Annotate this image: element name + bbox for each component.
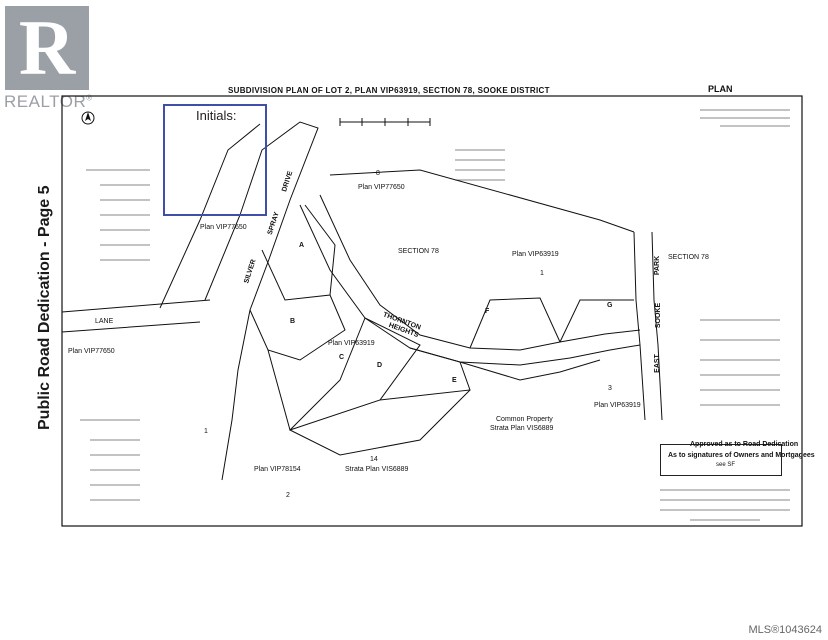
- road-label-sooke: SOOKE: [655, 302, 663, 329]
- lot-number-14: 14: [370, 456, 378, 463]
- plan-label-vip63919-right: Plan VIP63919: [594, 402, 641, 409]
- lot-number-8: 8: [376, 170, 380, 177]
- signature-footer-lines: [660, 489, 790, 521]
- lane-edges: [61, 299, 211, 333]
- lot-label-c: C: [339, 354, 345, 361]
- road-label-park: PARK: [654, 255, 662, 276]
- lot-number-1: 1: [540, 270, 544, 277]
- lot-e-boundary: [379, 347, 471, 401]
- common-property-line: [459, 359, 601, 381]
- lot-number-1b: 1: [204, 428, 208, 435]
- realtor-logo: R: [5, 6, 89, 90]
- silver-spray-road-edge-west: [159, 123, 261, 309]
- lot-label-g: G: [607, 302, 613, 309]
- realtor-wordmark-text: REALTOR: [4, 92, 87, 111]
- common-property-label: Common Property: [496, 416, 553, 423]
- plan-label-vip63919-top: Plan VIP63919: [512, 251, 559, 258]
- left-signature-lines-top: [86, 169, 150, 261]
- lot-label-d: D: [377, 362, 383, 369]
- plan-title: SUBDIVISION PLAN OF LOT 2, PLAN VIP63919…: [228, 86, 550, 95]
- lot-c-boundary: [267, 317, 366, 431]
- lot-d-boundary: [289, 317, 421, 431]
- east-sooke-road-edges: [633, 231, 663, 421]
- plan-label-vip77650-top: Plan VIP77650: [358, 184, 405, 191]
- plan-label-vip77650-left: Plan VIP77650: [68, 348, 115, 355]
- silver-spray-road-edge-east: [204, 121, 319, 481]
- realtor-logo-mark: R: [18, 4, 76, 91]
- approved-signatures: As to signatures of Owners and Mortgagee…: [668, 452, 815, 459]
- right-signature-lines: [700, 319, 780, 406]
- approved-road-dedication: Approved as to Road Dedication: [690, 441, 799, 448]
- lot-f-boundary: [469, 297, 561, 349]
- lot-g-boundary: [559, 299, 634, 343]
- road-label-lane: LANE: [95, 318, 114, 325]
- plan-frame: [61, 95, 803, 527]
- plan-heading: PLAN: [708, 84, 733, 94]
- lot-b-boundary: [249, 294, 346, 361]
- left-signature-lines-bottom: [80, 419, 140, 501]
- north-arrow-head: [85, 112, 91, 121]
- approved-see: see SF: [716, 462, 736, 468]
- initials-box: [163, 104, 267, 216]
- lot-label-b: B: [290, 318, 296, 325]
- road-label-east: EAST: [653, 354, 661, 373]
- north-boundary-line: [329, 169, 635, 233]
- realtor-wordmark-reg: ®: [86, 93, 93, 103]
- scale-bar: [339, 118, 431, 126]
- plan-label-vip77650-upper: Plan VIP77650: [200, 224, 247, 231]
- legend-lines: [455, 149, 505, 181]
- section-label-b: SECTION 78: [668, 254, 709, 261]
- plan-header-lines: [700, 109, 790, 127]
- plan-label-vip78154: Plan VIP78154: [254, 466, 301, 473]
- approval-stamp-box: [660, 444, 782, 476]
- lot-number-3: 3: [608, 385, 612, 392]
- realtor-wordmark: REALTOR®: [4, 92, 93, 112]
- strata-plan-label: Strata Plan VIS6889: [490, 425, 554, 432]
- section-label-a: SECTION 78: [398, 248, 439, 255]
- mls-number: MLS®1043624: [748, 624, 822, 636]
- south-boundary-line: [289, 389, 471, 456]
- lot-label-e: E: [452, 377, 457, 384]
- initials-label: Initials:: [196, 108, 237, 123]
- lot-number-2: 2: [286, 492, 290, 499]
- strata-plan-label-bottom: Strata Plan VIS6889: [345, 466, 409, 473]
- lot-label-a: A: [299, 242, 305, 249]
- plan-label-vip63919-mid: Plan VIP63919: [328, 340, 375, 347]
- lot-label-f: F: [485, 308, 490, 315]
